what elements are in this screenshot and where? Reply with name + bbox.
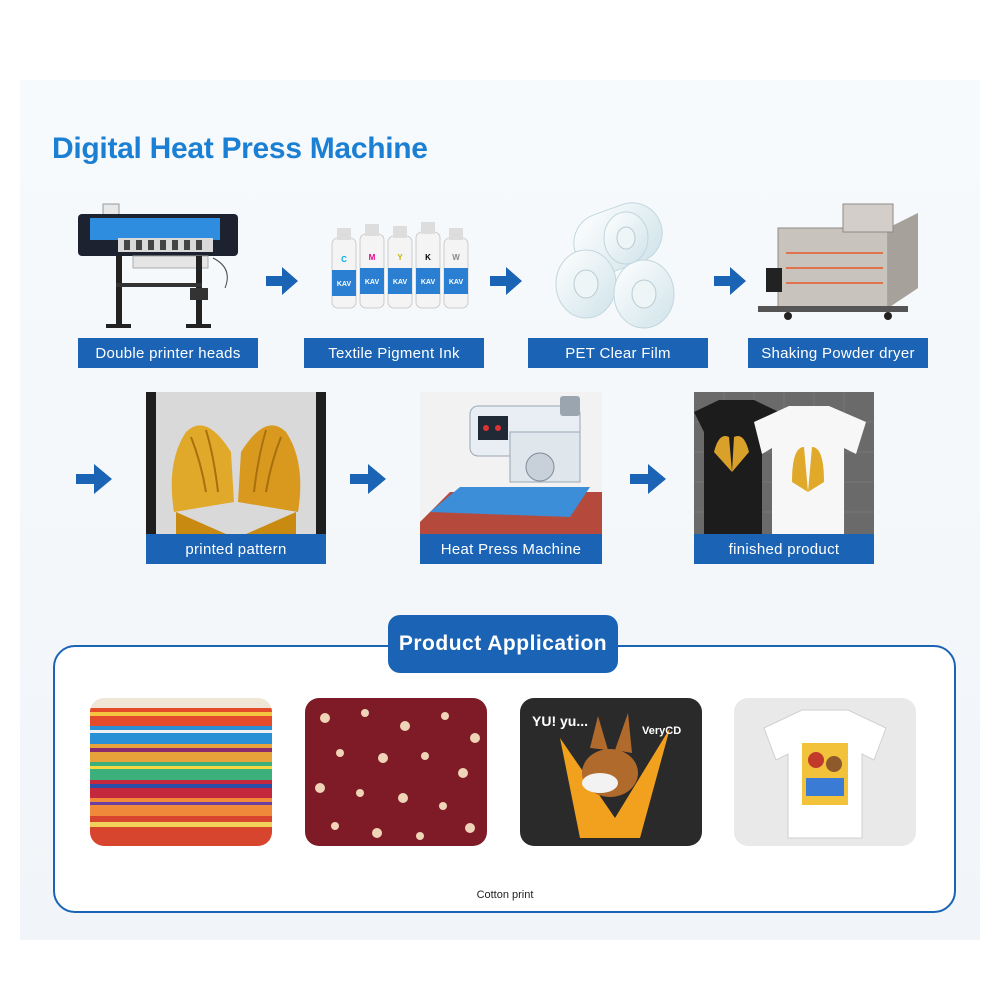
ink-letter-m: M [369, 253, 376, 262]
step-printer: Double printer heads [78, 198, 258, 368]
application-title: Product Application [388, 615, 618, 673]
application-white-tshirt [734, 698, 916, 846]
ink-letter-k: K [425, 253, 431, 262]
step-label: Heat Press Machine [420, 534, 602, 564]
step-label: Shaking Powder dryer [748, 338, 928, 368]
step-film: PET Clear Film [528, 198, 708, 368]
ink-letter-w: W [452, 253, 460, 262]
step-ink: C M Y K W KAV KAV KAV KAV KAV Textile Pi… [304, 198, 484, 368]
step-finished-product: finished product [694, 392, 874, 564]
ink-letter-c: C [341, 255, 347, 264]
page-title: Digital Heat Press Machine [52, 132, 428, 165]
step-dryer: Shaking Powder dryer [748, 198, 928, 368]
ink-brand: KAV [393, 279, 408, 286]
ink-brand: KAV [449, 279, 464, 286]
ink-bottles-icon: C M Y K W KAV KAV KAV KAV KAV [304, 198, 484, 368]
application-fabric-stack [90, 698, 272, 846]
step-label: Textile Pigment Ink [304, 338, 484, 368]
arrow-right-icon [76, 464, 112, 494]
ink-letter-y: Y [397, 253, 403, 262]
step-label: PET Clear Film [528, 338, 708, 368]
cartoon-text-right: VeryCD [642, 725, 681, 737]
ink-brand: KAV [337, 281, 352, 288]
application-floral-fabric [305, 698, 487, 846]
film-rolls-icon [528, 198, 708, 368]
step-label: Double printer heads [78, 338, 258, 368]
arrow-right-icon [630, 464, 666, 494]
arrow-right-icon [350, 464, 386, 494]
ink-brand: KAV [365, 279, 380, 286]
printer-icon [78, 198, 258, 368]
cartoon-text-left: YU! yu... [532, 713, 588, 729]
step-label: finished product [694, 534, 874, 564]
ink-brand: KAV [421, 279, 436, 286]
application-caption: Cotton print [476, 889, 534, 901]
arrow-right-icon [714, 267, 746, 295]
arrow-right-icon [490, 267, 522, 295]
step-heat-press: Heat Press Machine [420, 392, 602, 564]
step-label: printed pattern [146, 534, 326, 564]
arrow-right-icon [266, 267, 298, 295]
application-cartoon-shirt: YU! yu... VeryCD [520, 698, 702, 846]
powder-dryer-icon [748, 198, 928, 368]
step-printed-pattern: printed pattern [146, 392, 326, 564]
